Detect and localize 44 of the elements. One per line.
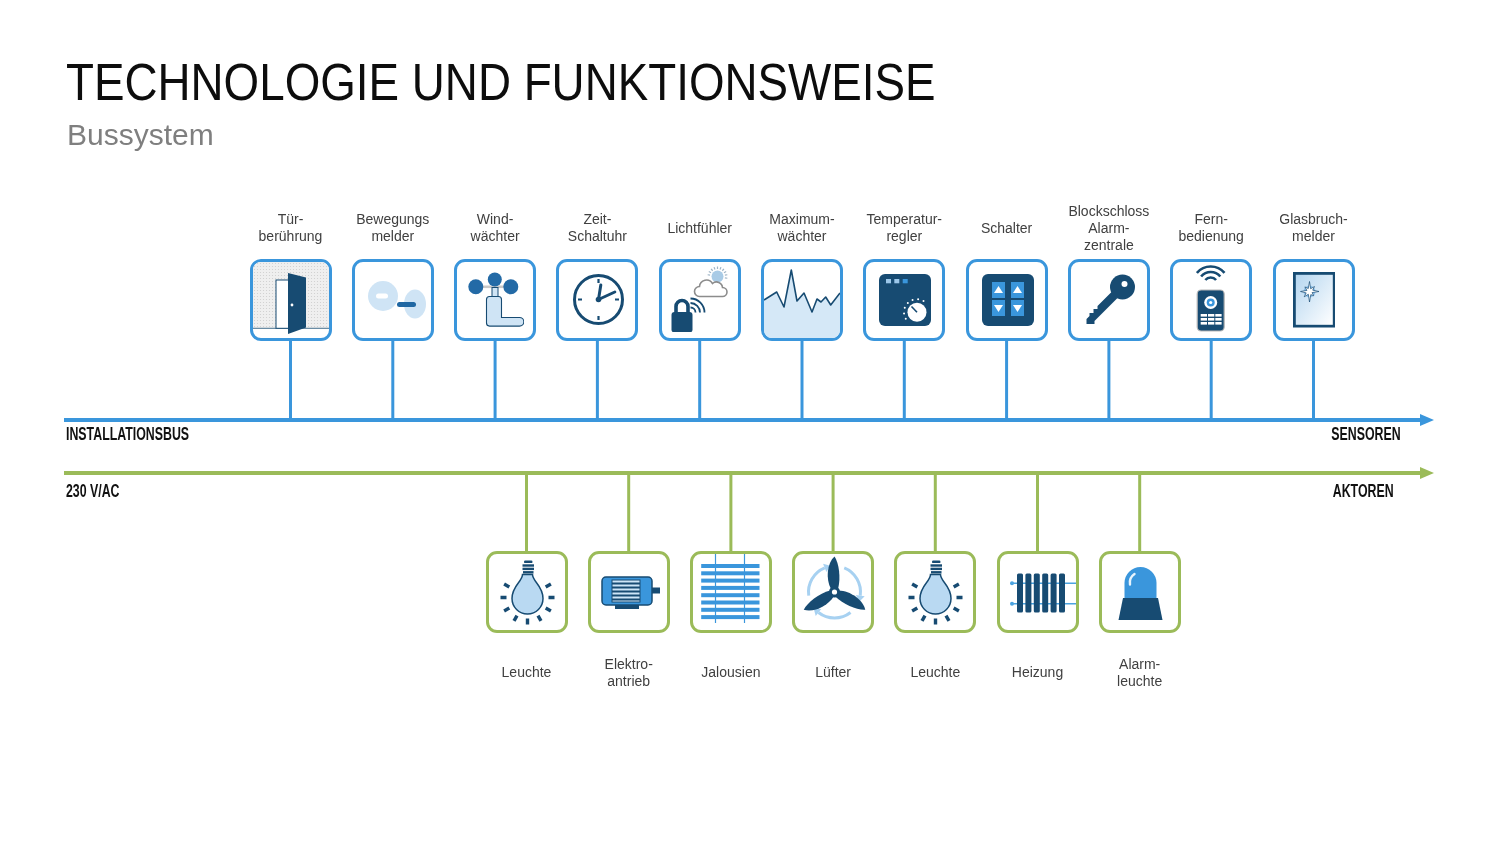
device-label: Tür- berührung	[258, 211, 323, 245]
device-label: Jalousien	[701, 664, 761, 681]
device-label: Lüfter	[815, 664, 851, 681]
device-label: Leuchte	[501, 664, 552, 681]
connector-line	[1312, 341, 1315, 418]
device-label: Fern- bedienung	[1178, 211, 1244, 245]
device-label: Zeit- Schaltuhr	[567, 211, 627, 245]
device-label: Elektro- antrieb	[604, 655, 653, 690]
connector-line	[493, 341, 497, 418]
connector-line	[525, 475, 528, 551]
device-label: Lichtfühler	[667, 219, 732, 237]
connector-line	[729, 475, 733, 551]
connector-line	[902, 341, 906, 418]
subtitle: Bussystem	[67, 120, 214, 150]
connector-line	[391, 341, 395, 418]
connector-line	[800, 341, 804, 418]
device-label: Wind- wächter	[470, 211, 520, 245]
connector-line	[1209, 341, 1213, 418]
connector-line	[627, 475, 631, 551]
device-label: Alarm- leuchte	[1117, 655, 1163, 690]
bus-arrow	[64, 414, 1434, 426]
device-label: Glasbruch- melder	[1279, 211, 1348, 245]
bus-arrow	[64, 467, 1434, 479]
device-label: Leuchte	[910, 664, 961, 681]
device-label: Blockschloss Alarm- zentrale	[1068, 202, 1150, 254]
connector-line	[698, 341, 702, 418]
connector-line	[289, 341, 292, 418]
connector-line	[1107, 341, 1111, 418]
connector-line	[831, 475, 835, 551]
device-label: Heizung	[1011, 664, 1064, 681]
connector-line	[1036, 475, 1039, 551]
connector-line	[933, 475, 937, 551]
device-label: Schalter	[980, 219, 1033, 237]
title: TECHNOLOGIE UND FUNKTIONSWEISE	[66, 56, 936, 108]
device-label: Bewegungs melder	[356, 211, 430, 245]
connector-line	[1005, 341, 1009, 418]
connector-line	[1138, 475, 1142, 551]
device-label: Temperatur- regler	[866, 211, 943, 245]
bus-label: AKTOREN	[1333, 481, 1394, 500]
bus-label: SENSOREN	[1331, 424, 1401, 443]
device-label: Maximum- wächter	[769, 211, 835, 245]
connector-line	[595, 341, 599, 418]
bus-label: 230 V/AC	[66, 481, 120, 500]
bus-label: INSTALLATIONSBUS	[66, 424, 190, 443]
